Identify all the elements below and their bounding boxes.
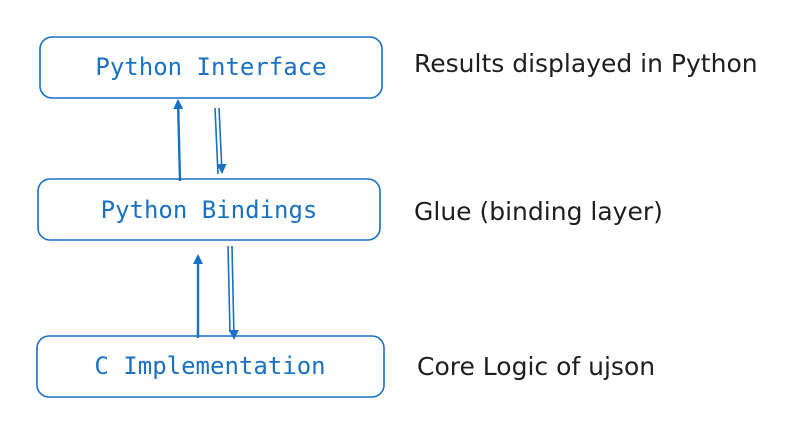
box-c-implementation-label: C Implementation bbox=[94, 352, 325, 380]
arrow-bindings-to-interface bbox=[173, 99, 184, 182]
box-python-bindings-frame bbox=[37, 178, 381, 241]
box-python-interface: Python Interface bbox=[39, 36, 383, 99]
arrow-bindings-to-implementation bbox=[227, 245, 239, 340]
box-c-implementation-frame bbox=[36, 335, 385, 398]
box-python-bindings: Python Bindings bbox=[37, 178, 381, 241]
box-python-interface-label: Python Interface bbox=[95, 53, 326, 81]
note-c-implementation: Core Logic of ujson bbox=[417, 352, 655, 381]
box-python-bindings-label: Python Bindings bbox=[101, 196, 318, 224]
note-python-interface: Results displayed in Python bbox=[414, 49, 758, 78]
box-python-interface-frame bbox=[39, 36, 383, 99]
note-python-bindings: Glue (binding layer) bbox=[414, 197, 663, 226]
arrow-interface-to-bindings bbox=[214, 107, 227, 175]
box-c-implementation: C Implementation bbox=[36, 335, 385, 398]
